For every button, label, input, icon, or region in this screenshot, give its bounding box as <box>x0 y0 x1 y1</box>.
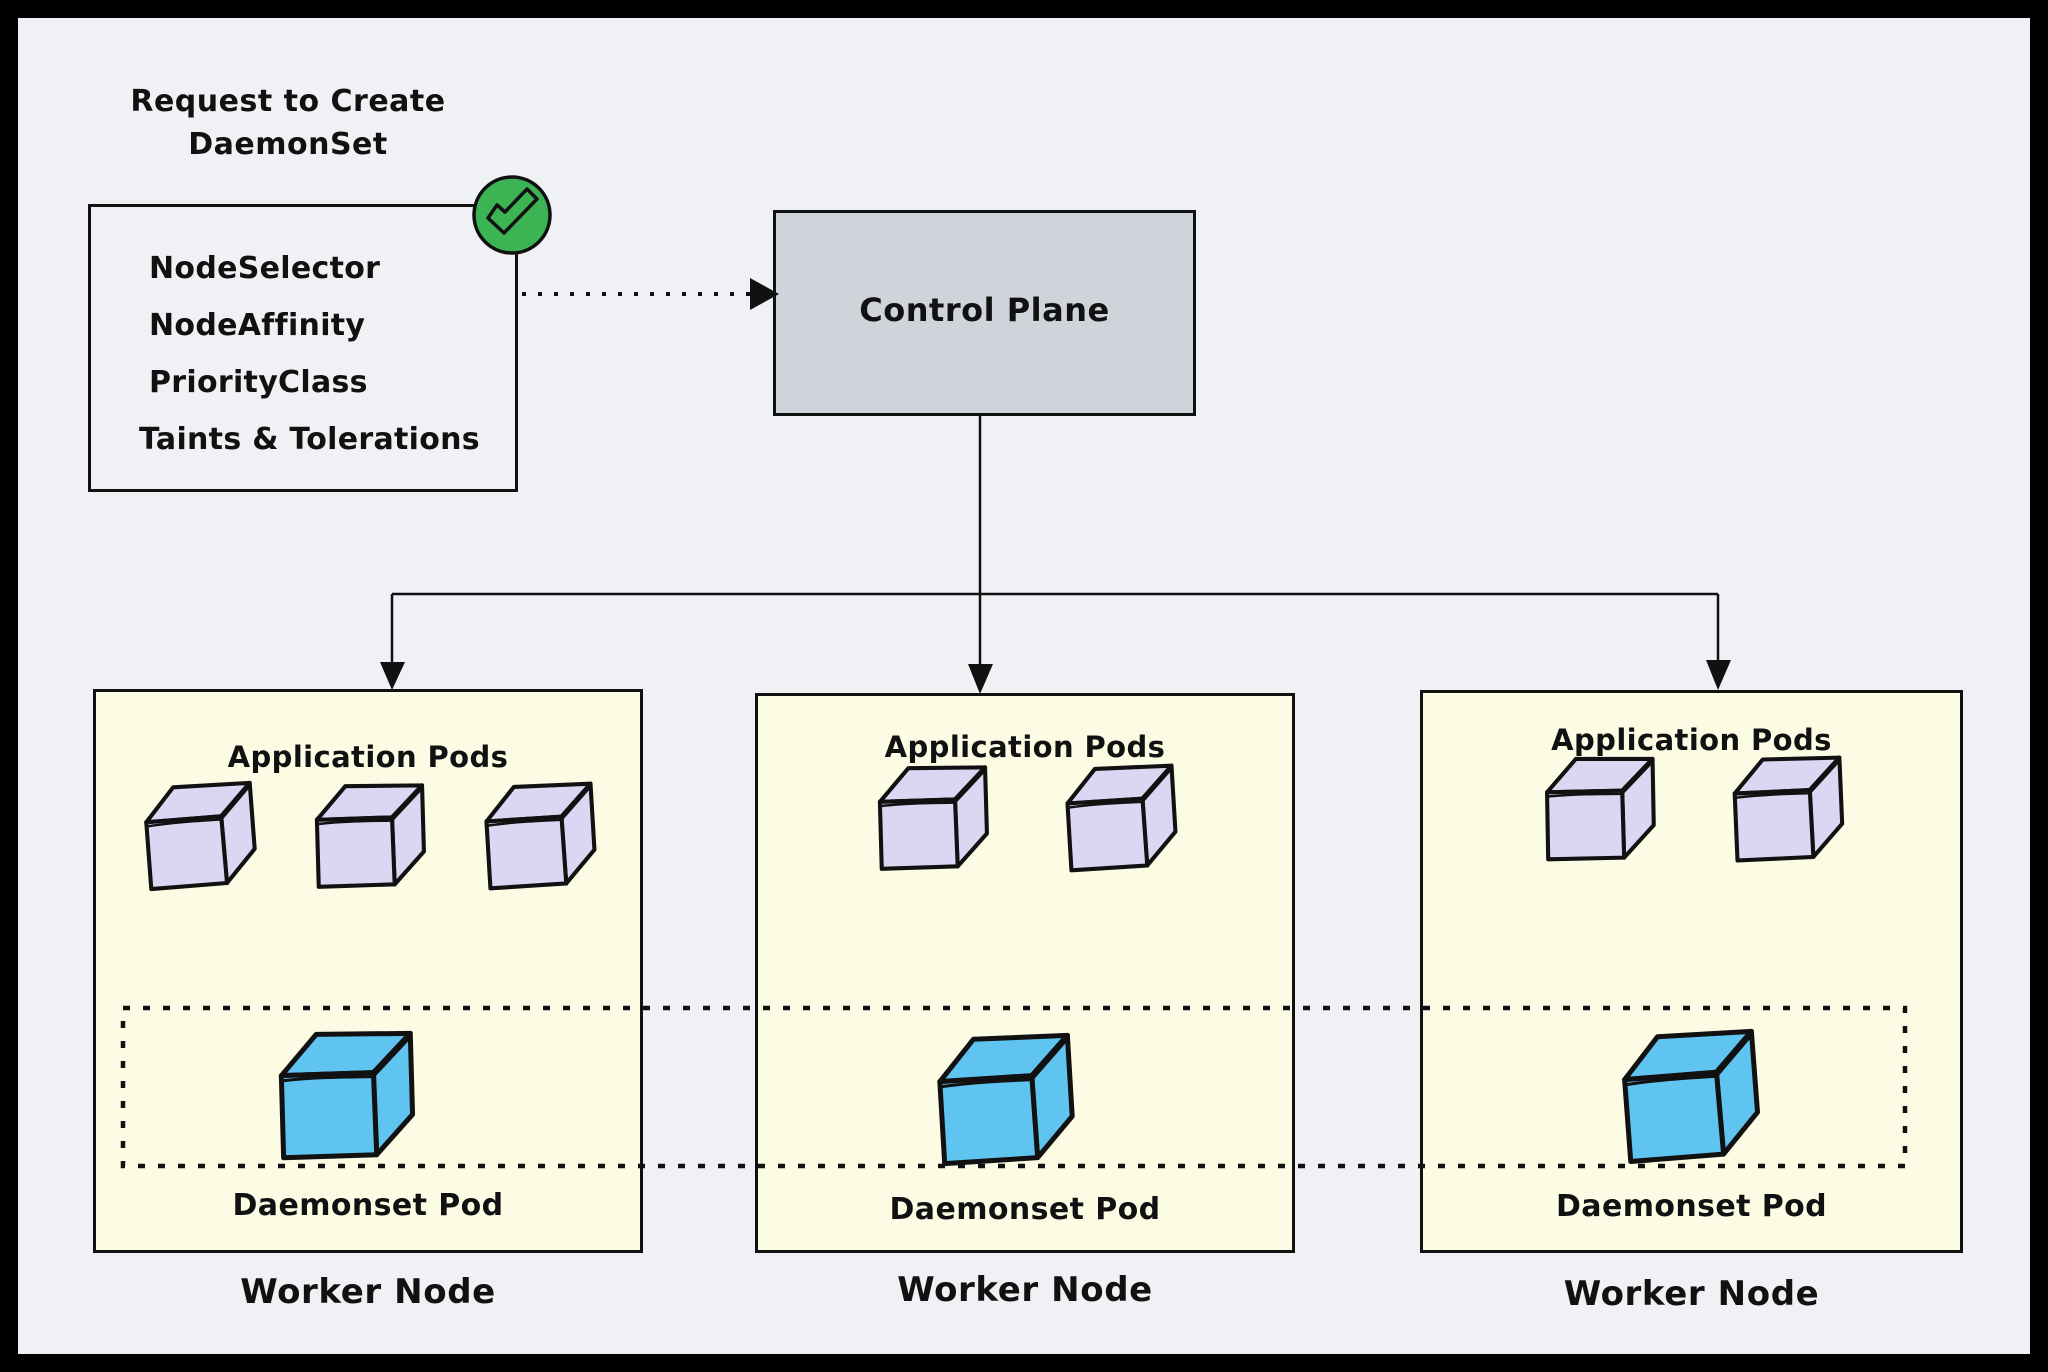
app-pod-cube <box>144 780 257 892</box>
request-title-line2: DaemonSet <box>188 127 388 162</box>
daemonset-pod-label: Daemonset Pod <box>889 1192 1161 1227</box>
daemonset-pod-group <box>1612 1023 1764 1165</box>
daemonset-pod-label: Daemonset Pod <box>232 1188 504 1223</box>
check-mark-icon <box>486 187 539 235</box>
worker-node-label: Worker Node <box>240 1272 496 1312</box>
request-title: Request to Create DaemonSet <box>98 80 478 166</box>
request-spec-item: Taints & Tolerations <box>139 422 480 457</box>
request-spec-box: NodeSelector NodeAffinity PriorityClass … <box>88 204 518 492</box>
request-spec-item: NodeSelector <box>149 251 381 286</box>
request-spec-list: NodeSelector NodeAffinity PriorityClass … <box>139 251 480 458</box>
request-title-line1: Request to Create <box>130 84 446 119</box>
application-pods-group <box>96 776 640 892</box>
check-circle-icon <box>472 175 552 255</box>
worker-node-label: Worker Node <box>897 1270 1153 1310</box>
control-plane-label: Control Plane <box>859 291 1110 329</box>
daemonset-pod-group <box>927 1026 1079 1168</box>
worker-node-box-2: Application Pods Daemonset Pod <box>755 693 1295 1253</box>
worker-node-label: Worker Node <box>1563 1274 1820 1314</box>
daemonset-pod-label: Daemonset Pod <box>1556 1189 1827 1224</box>
control-plane-box: Control Plane <box>773 210 1196 416</box>
application-pods-label: Application Pods <box>1551 723 1832 757</box>
application-pods-label: Application Pods <box>884 730 1166 764</box>
app-pod-cube <box>877 765 989 871</box>
worker-node-box-3: Application Pods Daemonset Pod <box>1420 690 1963 1253</box>
daemonset-pod-cube <box>1621 1028 1760 1165</box>
daemonset-pod-cube <box>937 1032 1075 1167</box>
app-pod-cube <box>1065 763 1178 873</box>
worker-node-box-1: Application Pods Daemonset Pod <box>93 689 643 1253</box>
daemonset-pod-cube <box>278 1030 416 1161</box>
app-pod-cube <box>484 781 597 891</box>
app-pod-cube <box>314 783 426 889</box>
request-spec-item: PriorityClass <box>149 365 368 400</box>
application-pods-group <box>758 758 1292 874</box>
application-pods-label: Application Pods <box>227 740 509 774</box>
application-pods-group <box>1423 749 1960 865</box>
app-pod-cube <box>1732 755 1844 863</box>
request-spec-item: NodeAffinity <box>149 308 366 343</box>
app-pod-cube <box>1544 756 1656 862</box>
daemonset-pod-group <box>268 1022 420 1164</box>
